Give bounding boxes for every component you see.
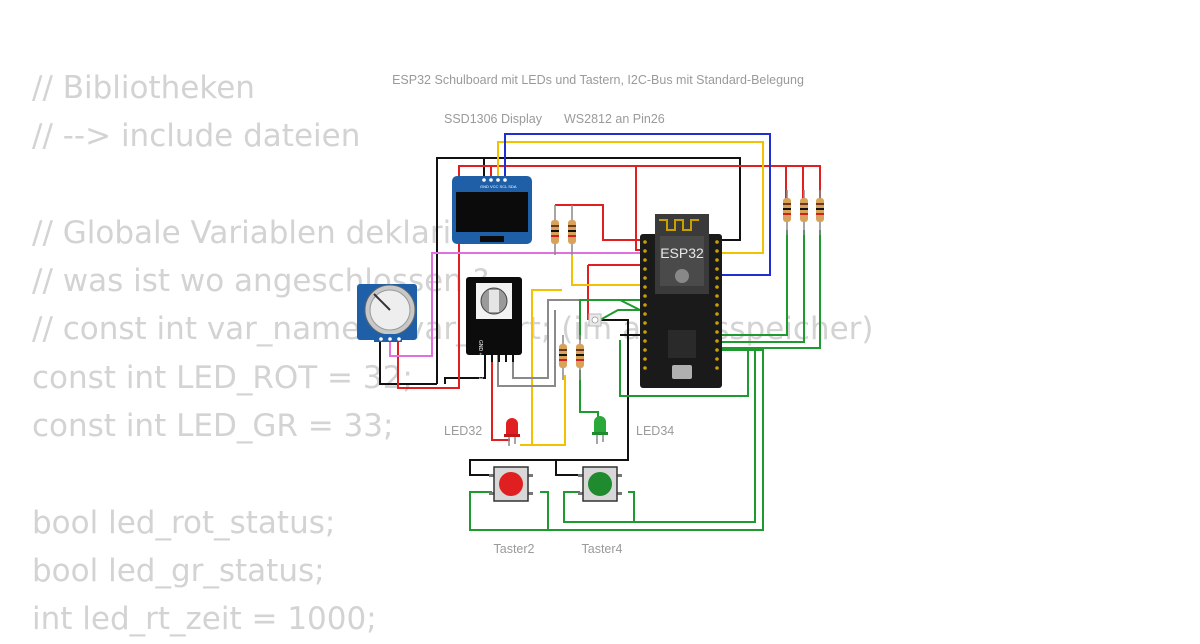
wire-red-mid	[587, 264, 640, 320]
wire-green-bottom	[619, 340, 749, 397]
code-editor-background: // Bibliotheken // --> include dateien // …	[32, 64, 874, 644]
button-green[interactable]	[578, 466, 622, 502]
code-line: // Bibliotheken	[32, 70, 255, 106]
wire-green-ws	[599, 299, 641, 321]
wire-green-1	[722, 230, 788, 336]
wire-pot-vcc	[397, 165, 491, 389]
wire-scl	[504, 133, 771, 276]
wire-yellow-led	[520, 375, 566, 446]
esp32-board[interactable]: ESP32	[640, 214, 722, 388]
led-red[interactable]	[504, 418, 520, 446]
wire-gnd-left	[436, 157, 484, 384]
resistor-3	[783, 190, 791, 235]
wire-encoder-dt	[497, 310, 556, 387]
wire-ws2812-gnd	[600, 319, 629, 330]
resistor-1	[551, 205, 559, 255]
resistor-4	[800, 190, 808, 235]
wire-encoder-vcc	[491, 350, 510, 441]
wire-green-2	[722, 230, 805, 343]
resistor-6	[559, 335, 567, 380]
wire-vcc-esp	[635, 166, 640, 251]
ws2812-label: WS2812 an Pin26	[564, 112, 665, 126]
potentiometer[interactable]	[357, 284, 417, 342]
wire-pot-signal	[389, 252, 640, 357]
code-line: // --> include dateien	[32, 118, 361, 155]
wire-pot-gnd	[379, 342, 437, 385]
wires	[379, 133, 821, 531]
wire-encoder-clk	[512, 299, 640, 379]
led-green[interactable]	[592, 416, 608, 444]
display-pin-labels: GND VCC SCL SDA	[480, 184, 517, 189]
wire-button-green-esp	[634, 348, 756, 523]
wire-res-vcc	[555, 204, 640, 241]
resistor-5	[816, 190, 824, 235]
code-line: bool led_gr_status;	[32, 552, 325, 589]
wire-button-green	[563, 491, 635, 523]
esp32-label: ESP32	[660, 245, 704, 261]
ssd1306-display[interactable]: GND VCC SCL SDA	[452, 176, 532, 244]
led-red-label: LED32	[444, 424, 482, 438]
display-label: SSD1306 Display	[444, 112, 543, 126]
wire-encoder-gnd	[444, 350, 486, 384]
resistors	[551, 190, 824, 380]
wire-button-red	[469, 491, 549, 531]
circuit-diagram: ESP32 Schulboard mit LEDs und Tastern, I…	[357, 73, 824, 556]
button-red-label: Taster2	[494, 542, 535, 556]
ws2812-led[interactable]	[588, 313, 602, 327]
resistor-7	[576, 335, 584, 380]
wire-display-gnd	[483, 157, 741, 241]
wire-button-gnd-red	[469, 330, 629, 476]
wire-button-red-esp	[548, 349, 764, 531]
code-line: const int LED_GR = 33;	[32, 408, 394, 445]
diagram-title: ESP32 Schulboard mit LEDs und Tastern, I…	[392, 73, 804, 87]
code-line: bool led_rot_status;	[32, 504, 336, 541]
encoder-pin-labels: GND + SW DT CLK	[477, 340, 483, 385]
wire-sda	[497, 141, 764, 254]
wire-button-gnd-green	[555, 459, 628, 476]
code-line: const int LED_ROT = 32;	[32, 359, 413, 396]
wire-vcc-top	[490, 165, 821, 205]
resistor-2	[568, 205, 576, 255]
button-red[interactable]	[489, 466, 533, 502]
code-line: // Globale Variablen deklarieren	[32, 214, 522, 251]
button-green-label: Taster4	[582, 542, 623, 556]
led-green-label: LED34	[636, 424, 674, 438]
rotary-encoder[interactable]: GND + SW DT CLK	[466, 277, 522, 385]
